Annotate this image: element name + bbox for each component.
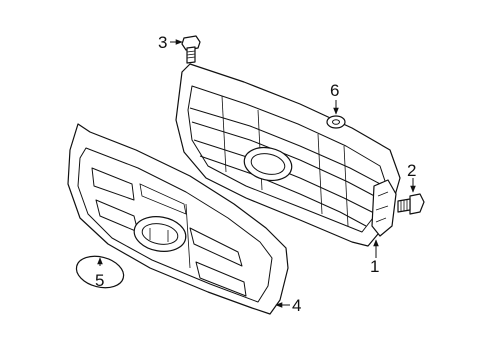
bolt-part-3 bbox=[181, 35, 201, 64]
callout-2: 2 bbox=[407, 161, 416, 180]
callout-4: 4 bbox=[292, 296, 301, 315]
screw-part-2 bbox=[397, 193, 425, 215]
callout-3: 3 bbox=[158, 33, 167, 52]
emblem-part-5 bbox=[75, 255, 125, 289]
front-grille-part-4 bbox=[67, 123, 289, 315]
washer-part-6 bbox=[326, 115, 346, 129]
callout-6: 6 bbox=[330, 81, 339, 100]
callout-5: 5 bbox=[95, 271, 104, 290]
leader-lines bbox=[97, 39, 416, 308]
grille-assembly-part-1 bbox=[175, 63, 401, 247]
callout-1: 1 bbox=[370, 257, 379, 276]
